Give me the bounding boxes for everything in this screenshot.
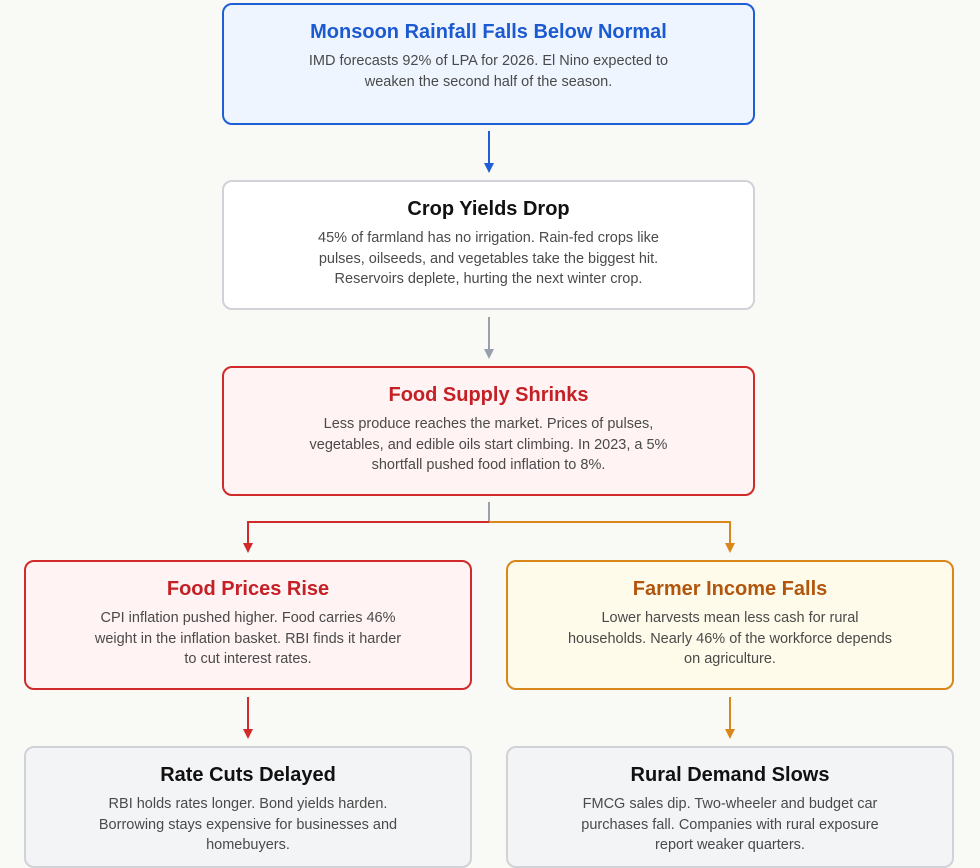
- node-crop: Crop Yields Drop 45% of farmland has no …: [222, 180, 755, 310]
- node-prices: Food Prices Rise CPI inflation pushed hi…: [24, 560, 472, 690]
- node-income-title: Farmer Income Falls: [632, 578, 828, 600]
- node-income-body: Lower harvests mean less cash for rural …: [567, 610, 893, 667]
- node-monsoon: Monsoon Rainfall Falls Below Normal IMD …: [222, 3, 755, 125]
- node-income: Farmer Income Falls Lower harvests mean …: [506, 560, 954, 690]
- node-prices-title: Food Prices Rise: [166, 578, 330, 600]
- node-prices-body: CPI inflation pushed higher. Food carrie…: [94, 610, 402, 667]
- node-rates-body: RBI holds rates longer. Bond yields hard…: [98, 796, 398, 853]
- node-rates: Rate Cuts Delayed RBI holds rates longer…: [24, 746, 472, 868]
- node-crop-body: 45% of farmland has no irrigation. Rain-…: [318, 230, 659, 287]
- node-demand-body: FMCG sales dip. Two-wheeler and budget c…: [581, 796, 879, 853]
- arrow-supply-to-prices: [243, 521, 489, 553]
- node-supply: Food Supply Shrinks Less produce reaches…: [222, 366, 755, 496]
- node-supply-body: Less produce reaches the market. Prices …: [309, 416, 668, 473]
- node-rates-title: Rate Cuts Delayed: [160, 764, 336, 786]
- node-supply-title: Food Supply Shrinks: [388, 384, 589, 406]
- node-monsoon-body: IMD forecasts 92% of LPA for 2026. El Ni…: [308, 53, 669, 90]
- node-crop-title: Crop Yields Drop: [407, 198, 570, 220]
- node-demand: Rural Demand Slows FMCG sales dip. Two-w…: [506, 746, 954, 868]
- node-demand-title: Rural Demand Slows: [630, 764, 830, 786]
- arrow-supply-to-income: [489, 521, 735, 553]
- node-monsoon-title: Monsoon Rainfall Falls Below Normal: [310, 21, 667, 43]
